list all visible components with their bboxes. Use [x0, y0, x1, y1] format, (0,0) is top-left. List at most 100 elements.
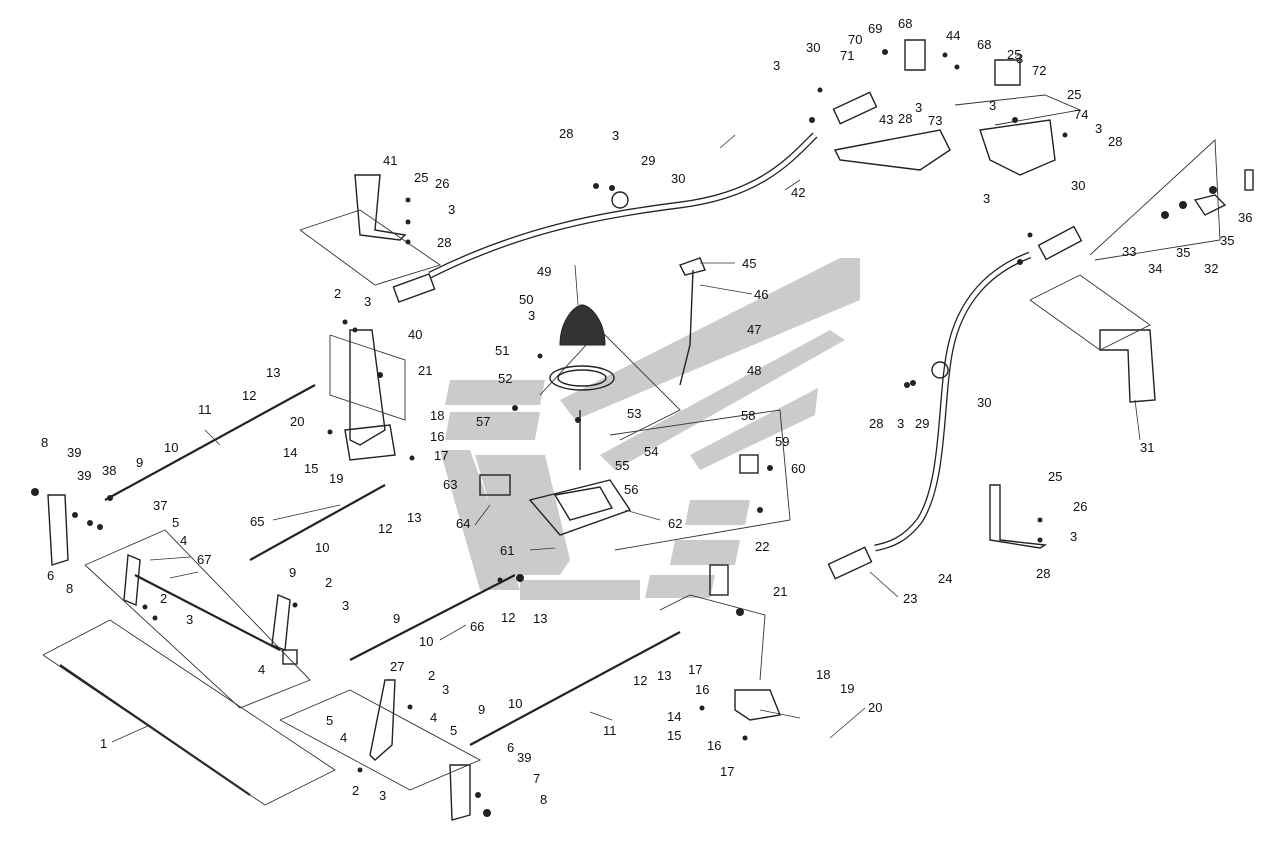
callout-3: 3 — [448, 202, 455, 217]
callout-8: 8 — [66, 581, 73, 596]
callout-28: 28 — [559, 126, 573, 141]
callout-5: 5 — [326, 713, 333, 728]
callout-14: 14 — [667, 709, 681, 724]
callout-13: 13 — [657, 668, 671, 683]
callout-35: 35 — [1220, 233, 1234, 248]
callout-25: 25 — [1048, 469, 1062, 484]
callout-17: 17 — [720, 764, 734, 779]
callout-19: 19 — [840, 681, 854, 696]
callout-52: 52 — [498, 371, 512, 386]
callout-12: 12 — [242, 388, 256, 403]
callout-13: 13 — [533, 611, 547, 626]
callout-50: 50 — [519, 292, 533, 307]
callout-28: 28 — [1036, 566, 1050, 581]
callout-63: 63 — [443, 477, 457, 492]
cable-bellows — [392, 91, 1083, 580]
watermark-logo — [440, 258, 860, 600]
callout-12: 12 — [378, 521, 392, 536]
callout-44: 44 — [946, 28, 960, 43]
callout-7: 7 — [533, 771, 540, 786]
callout-42: 42 — [791, 185, 805, 200]
callout-24: 24 — [938, 571, 952, 586]
callout-31: 31 — [1140, 440, 1154, 455]
callout-2: 2 — [325, 575, 332, 590]
callout-47: 47 — [747, 322, 761, 337]
callout-4: 4 — [340, 730, 347, 745]
callout-62: 62 — [668, 516, 682, 531]
callout-72: 72 — [1032, 63, 1046, 78]
callout-69: 69 — [868, 21, 882, 36]
callout-29: 29 — [641, 153, 655, 168]
callout-53: 53 — [627, 406, 641, 421]
callout-8: 8 — [540, 792, 547, 807]
callout-21: 21 — [418, 363, 432, 378]
callout-12: 12 — [501, 610, 515, 625]
callout-3: 3 — [773, 58, 780, 73]
callout-57: 57 — [476, 414, 490, 429]
callout-9: 9 — [393, 611, 400, 626]
callout-5: 5 — [172, 515, 179, 530]
callout-51: 51 — [495, 343, 509, 358]
callout-10: 10 — [419, 634, 433, 649]
callout-3: 3 — [989, 98, 996, 113]
callout-35: 35 — [1176, 245, 1190, 260]
callout-39: 39 — [67, 445, 81, 460]
callout-4: 4 — [258, 662, 265, 677]
callout-56: 56 — [624, 482, 638, 497]
leader-lines — [111, 134, 1141, 743]
callout-3: 3 — [1095, 121, 1102, 136]
callout-20: 20 — [868, 700, 882, 715]
callout-70: 70 — [848, 32, 862, 47]
callout-25: 25 — [1067, 87, 1081, 102]
callout-29: 29 — [915, 416, 929, 431]
callout-16: 16 — [707, 738, 721, 753]
callout-12: 12 — [633, 673, 647, 688]
callout-65: 65 — [250, 514, 264, 529]
callout-23: 23 — [903, 591, 917, 606]
callout-9: 9 — [478, 702, 485, 717]
fasteners — [31, 49, 1217, 817]
callout-4: 4 — [430, 710, 437, 725]
callout-18: 18 — [430, 408, 444, 423]
callout-40: 40 — [408, 327, 422, 342]
callout-11: 11 — [198, 402, 212, 417]
callout-14: 14 — [283, 445, 297, 460]
callout-3: 3 — [442, 682, 449, 697]
callout-18: 18 — [816, 667, 830, 682]
callout-3: 3 — [186, 612, 193, 627]
callout-39: 39 — [77, 468, 91, 483]
callout-16: 16 — [695, 682, 709, 697]
assembly-outlines — [42, 94, 1221, 806]
callout-5: 5 — [450, 723, 457, 738]
callout-28: 28 — [869, 416, 883, 431]
callout-61: 61 — [500, 543, 514, 558]
callout-28: 28 — [1108, 134, 1122, 149]
callout-28: 28 — [898, 111, 912, 126]
callout-11: 11 — [603, 723, 617, 738]
callout-2: 2 — [334, 286, 341, 301]
callout-13: 13 — [266, 365, 280, 380]
callout-27: 27 — [390, 659, 404, 674]
callout-43: 43 — [879, 112, 893, 127]
callout-15: 15 — [304, 461, 318, 476]
callout-3: 3 — [915, 100, 922, 115]
callout-16: 16 — [430, 429, 444, 444]
rods — [59, 384, 681, 796]
callout-19: 19 — [329, 471, 343, 486]
callout-3: 3 — [983, 191, 990, 206]
callout-21: 21 — [773, 584, 787, 599]
callout-30: 30 — [977, 395, 991, 410]
callout-41: 41 — [383, 153, 397, 168]
callout-30: 30 — [806, 40, 820, 55]
callout-17: 17 — [434, 448, 448, 463]
callout-45: 45 — [742, 256, 756, 271]
callout-67: 67 — [197, 552, 211, 567]
callout-64: 64 — [456, 516, 470, 531]
callout-48: 48 — [747, 363, 761, 378]
callout-26: 26 — [1073, 499, 1087, 514]
callout-66: 66 — [470, 619, 484, 634]
callout-2: 2 — [160, 591, 167, 606]
callout-54: 54 — [644, 444, 658, 459]
callout-3: 3 — [1016, 51, 1023, 66]
callout-10: 10 — [315, 540, 329, 555]
